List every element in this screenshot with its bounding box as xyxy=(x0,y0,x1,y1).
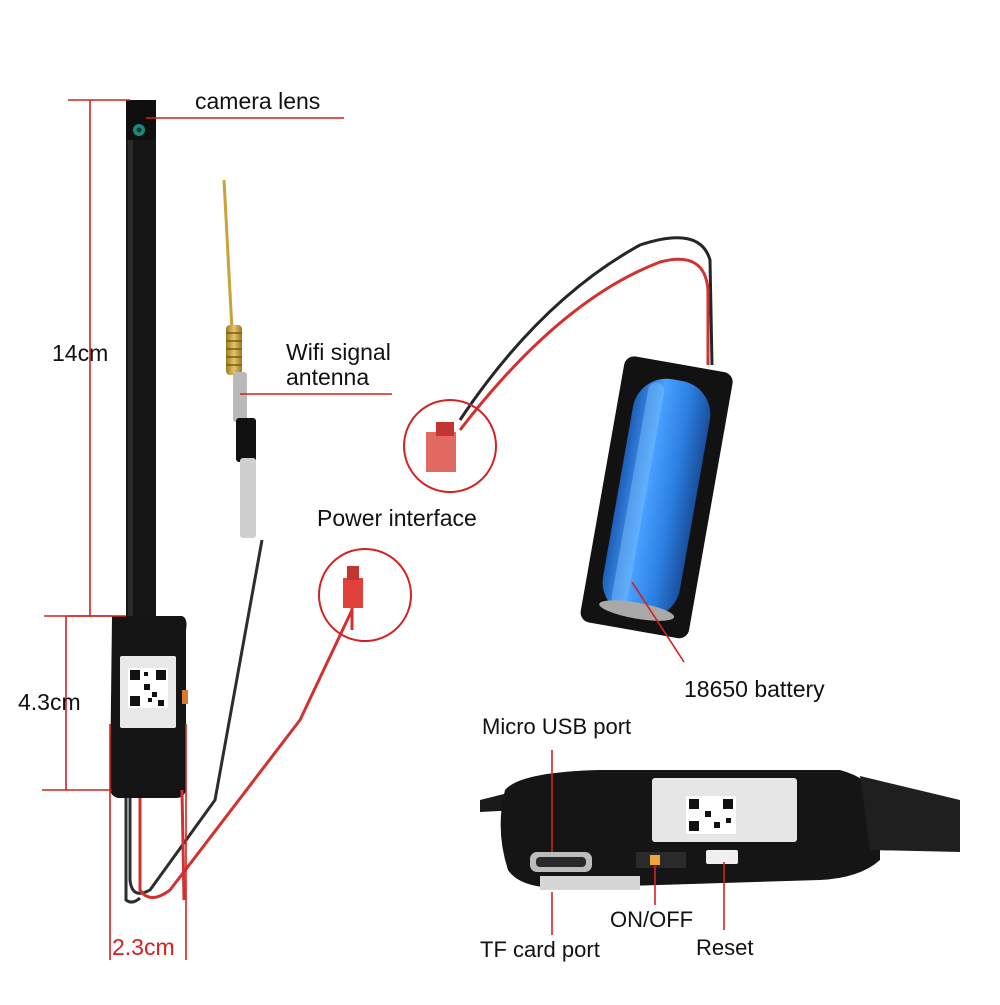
label-power-interface: Power interface xyxy=(317,505,477,531)
label-battery: 18650 battery xyxy=(684,676,825,702)
label-micro-usb: Micro USB port xyxy=(482,714,632,739)
power-connector-left xyxy=(318,548,412,642)
camera-module xyxy=(110,100,354,904)
tf-card-slot-icon xyxy=(540,876,640,890)
on-off-switch-icon xyxy=(636,852,686,868)
label-length-14cm: 14cm xyxy=(52,340,109,366)
battery-wire-black xyxy=(458,236,714,421)
label-tf-card: TF card port xyxy=(480,937,600,962)
battery-wire-red xyxy=(458,257,710,431)
board-wire-red xyxy=(138,609,354,899)
battery-connector-circle xyxy=(403,399,497,493)
reset-button-icon xyxy=(706,850,738,864)
label-height-43cm: 4.3cm xyxy=(18,689,81,715)
callout-lines xyxy=(42,99,725,960)
antenna-spring xyxy=(226,325,242,375)
label-camera-lens: camera lens xyxy=(195,88,321,114)
wifi-antenna xyxy=(222,179,256,538)
board-wire-black xyxy=(128,539,264,895)
label-wifi-line1: Wifi signal xyxy=(286,339,391,365)
power-connector-circle xyxy=(318,548,412,642)
closeup-board xyxy=(480,770,960,890)
label-wifi-line2: antenna xyxy=(286,364,370,390)
label-on-off: ON/OFF xyxy=(610,907,694,932)
label-width-23cm: 2.3cm xyxy=(112,934,175,960)
antenna-shrink-tube xyxy=(236,418,256,462)
label-reset: Reset xyxy=(696,935,754,960)
battery-assembly xyxy=(403,236,733,639)
battery-cell xyxy=(602,378,711,618)
